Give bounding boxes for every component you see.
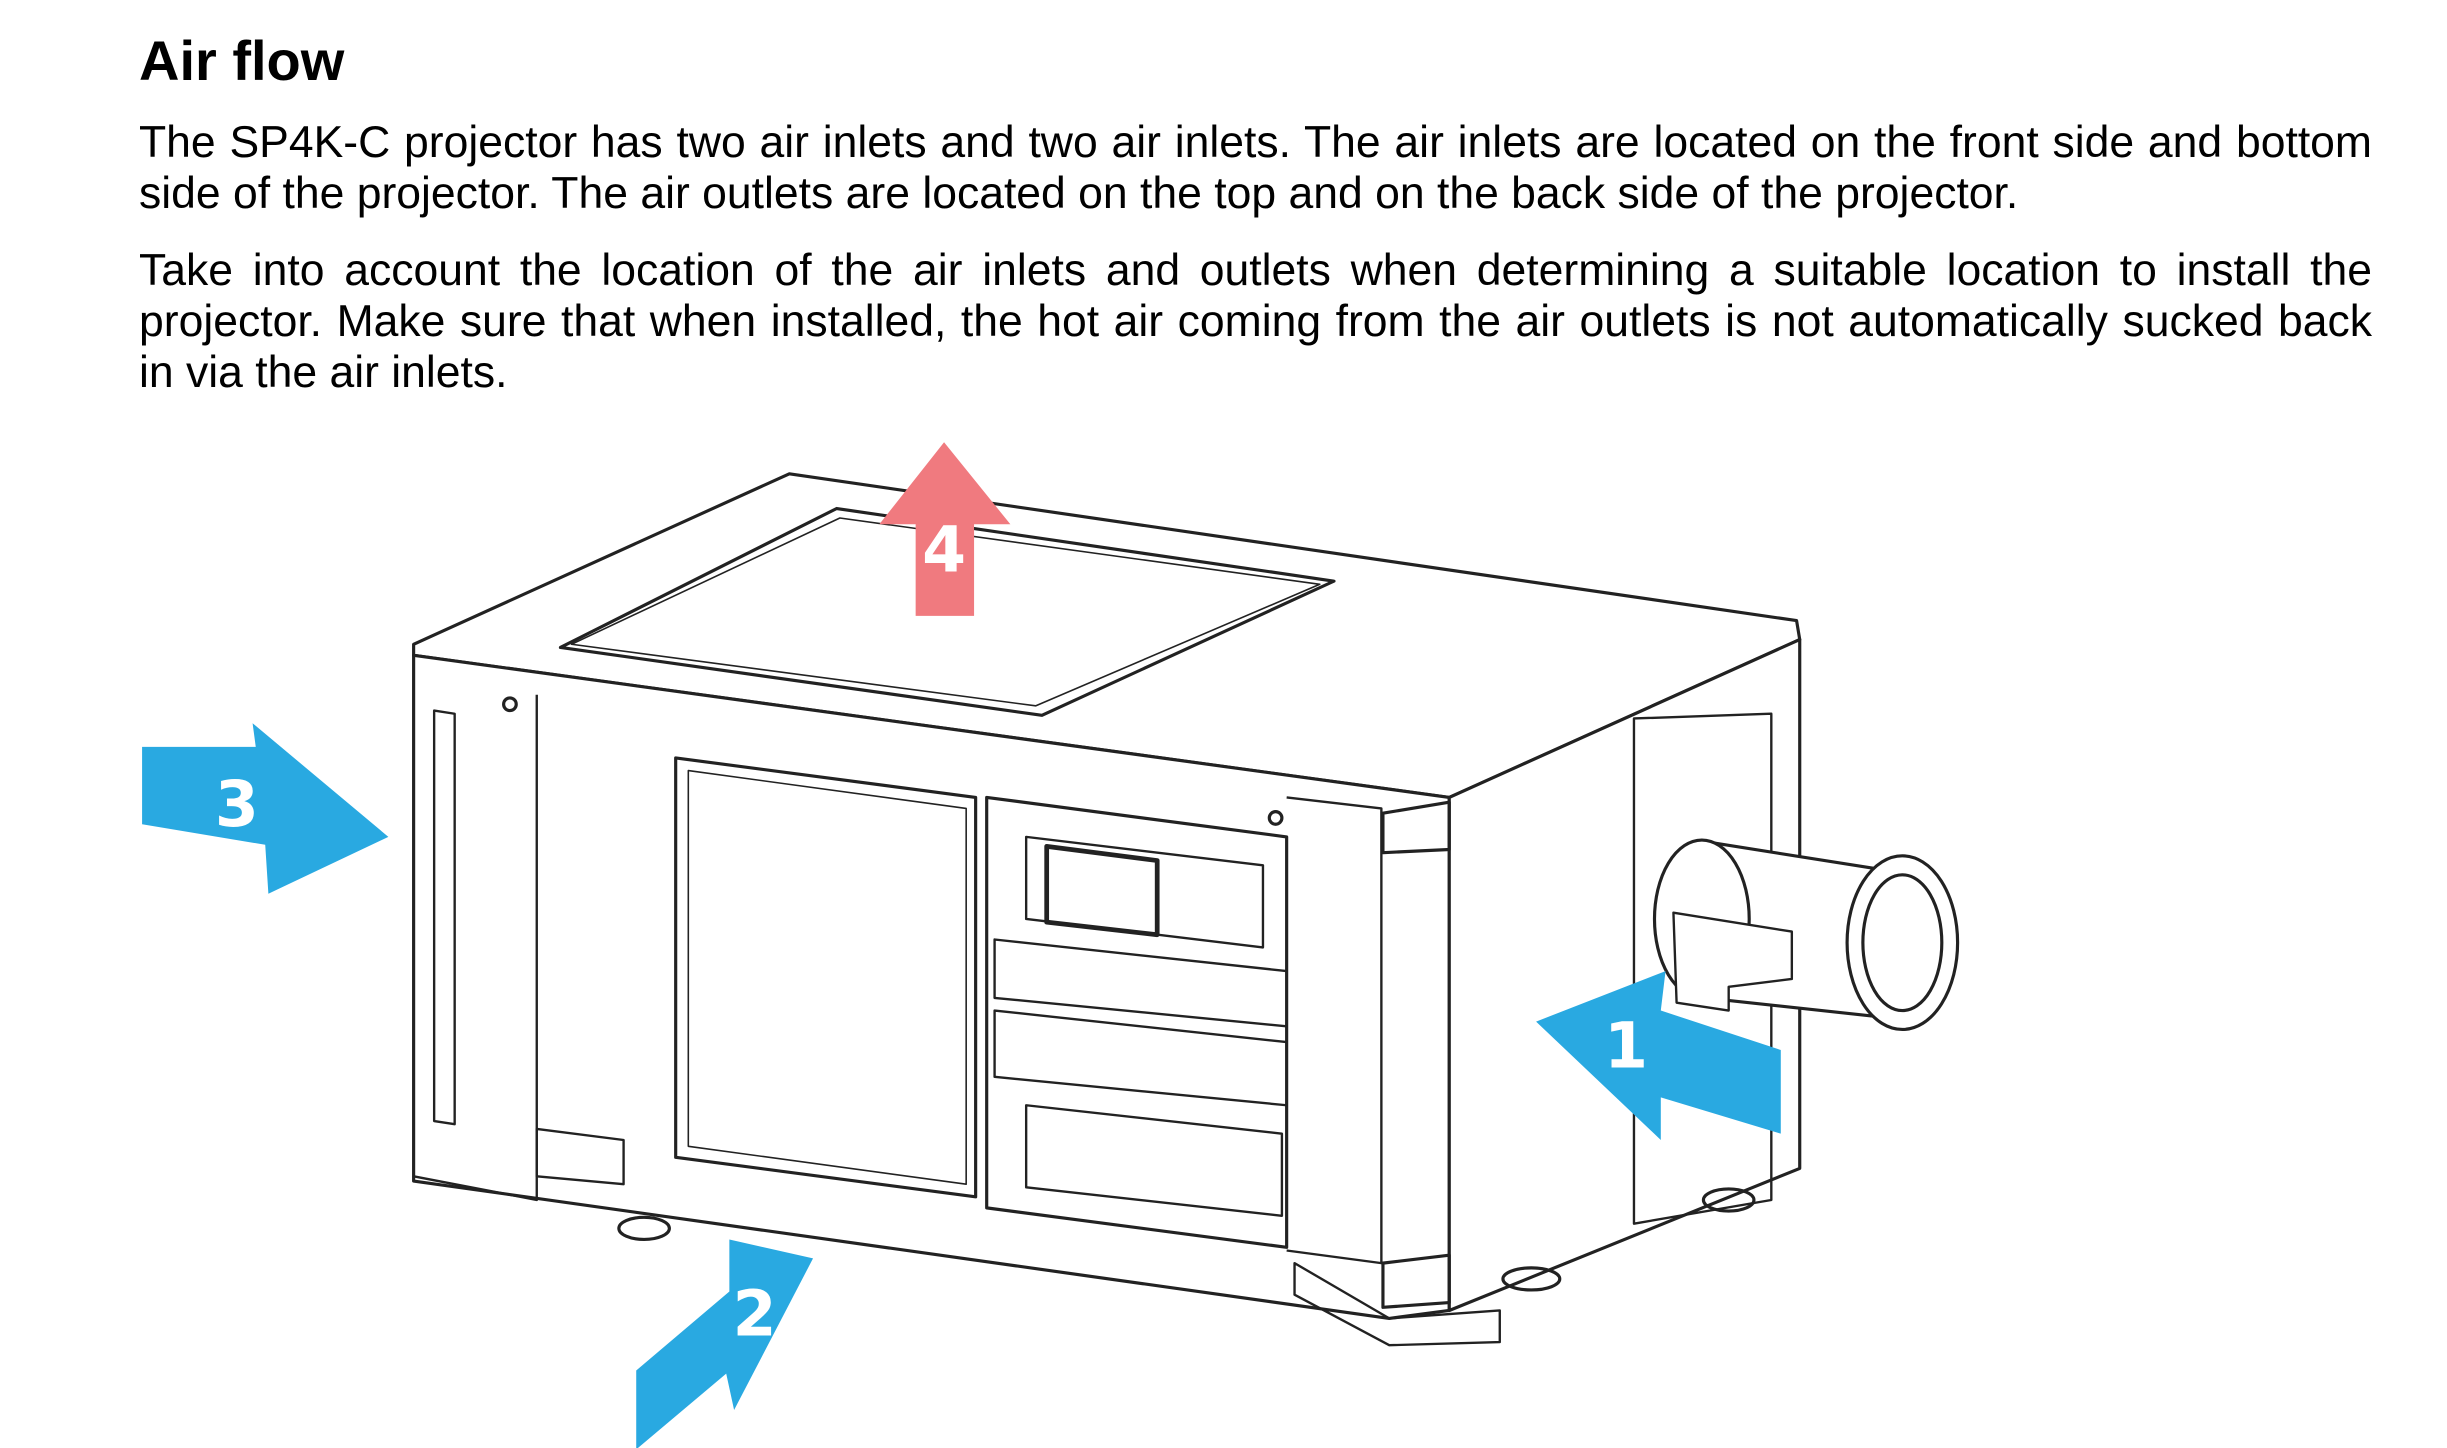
paragraph-installation-note: Take into account the location of the ai…	[139, 246, 2372, 397]
arrow-label-2: 2	[733, 1277, 777, 1351]
paragraph-airflow-description: The SP4K-C projector has two air inlets …	[139, 118, 2372, 218]
section-heading: Air flow	[139, 29, 345, 92]
airflow-arrow-4: 4	[879, 442, 1011, 616]
arrow-label-4: 4	[922, 513, 966, 587]
airflow-arrow-1: 1	[1536, 971, 1781, 1140]
arrow-label-3: 3	[215, 767, 259, 841]
airflow-arrow-2: 2	[636, 1239, 814, 1448]
airflow-arrow-3: 3	[142, 723, 389, 894]
arrow-label-1: 1	[1604, 1008, 1648, 1082]
projector-illustration	[412, 472, 1960, 1347]
